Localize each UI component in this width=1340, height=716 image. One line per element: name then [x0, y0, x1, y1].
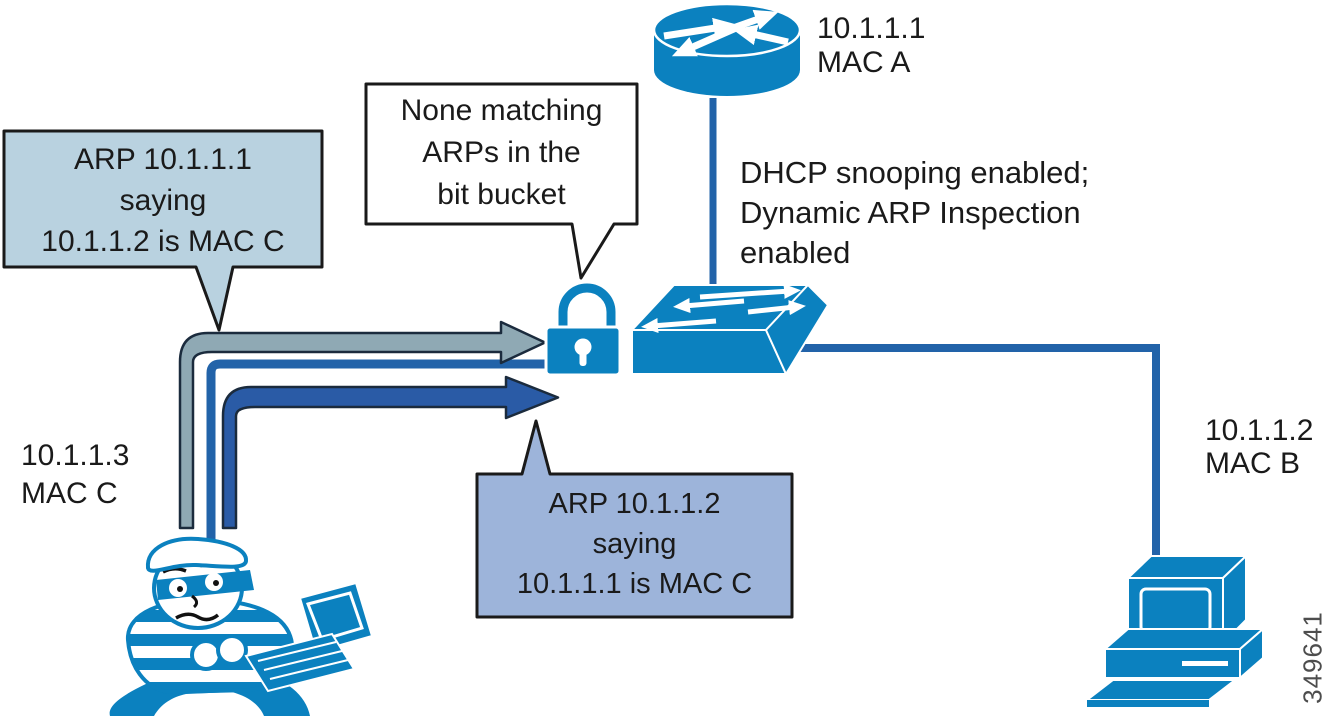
arp-spoof-left-text: ARP 10.1.1.1 saying 10.1.1.2 is MAC C [41, 143, 285, 258]
arp-spoof-bottom-text: ARP 10.1.1.2 saying 10.1.1.1 is MAC C [516, 488, 753, 600]
arp-arrow-dark-blue [221, 375, 560, 530]
laptop-icon [244, 581, 374, 693]
router-label: 10.1.1.1 MAC A [817, 12, 926, 79]
host-label: 10.1.1.2 MAC B [1205, 414, 1314, 480]
link-attacker-to-switch [206, 359, 546, 562]
bit-bucket-bubble-text: None matching ARPs in the bit bucket [400, 94, 603, 211]
figure-number: 349641 [1297, 611, 1328, 704]
link-switch-to-host [788, 344, 1160, 560]
router-icon [652, 2, 802, 96]
arp-arrow-silver [178, 320, 547, 530]
switch-note: DHCP snooping enabled; Dynamic ARP Inspe… [740, 155, 1090, 270]
speech-bubble-shape [364, 82, 639, 280]
callout-bottom-shape [475, 419, 794, 619]
callout-left-shape [2, 129, 324, 332]
burglar-attacker-icon [109, 536, 374, 716]
attacker-label: 10.1.1.3 MAC C [21, 439, 130, 510]
padlock-icon [544, 280, 622, 377]
desktop-computer-icon [1084, 553, 1266, 707]
switch-icon [629, 283, 830, 377]
